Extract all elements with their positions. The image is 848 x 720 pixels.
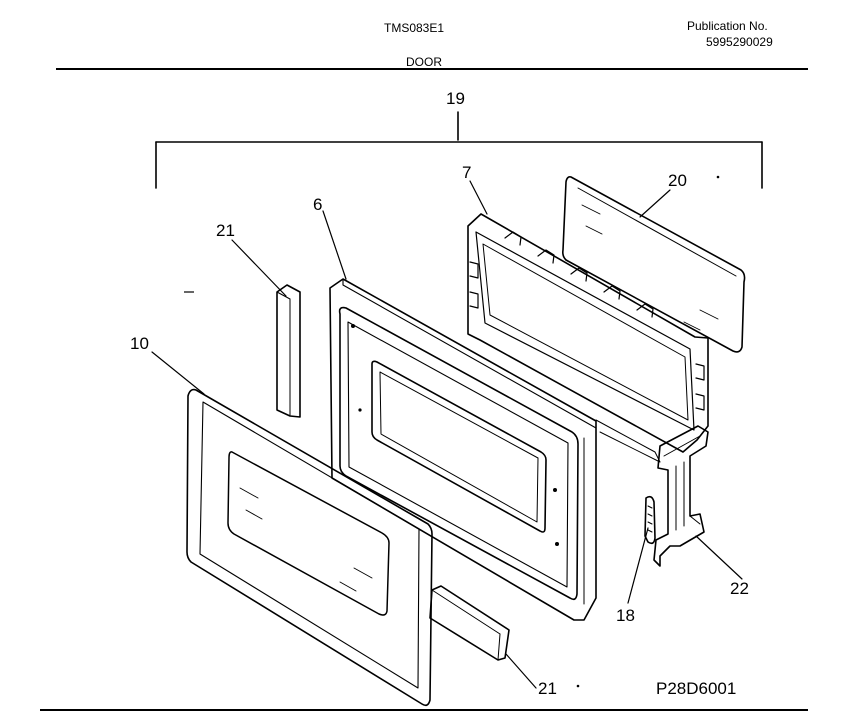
callout-door-frame: 6 [313, 195, 322, 214]
publication-number: 5995290029 [706, 35, 773, 49]
callout-spring: 18 [616, 606, 635, 625]
model-number: TMS083E1 [384, 21, 445, 35]
door-choke-part [467, 213, 709, 463]
door-frame-part [329, 278, 597, 621]
spring-part [644, 495, 656, 545]
section-title: DOOR [406, 55, 442, 69]
callout-door-choke: 7 [462, 163, 471, 182]
hinge-part [653, 425, 709, 567]
header-rule [56, 68, 808, 70]
assembly-bracket [155, 111, 763, 189]
callout-hinge: 22 [730, 579, 749, 598]
leader-lines [151, 180, 743, 689]
footer-rule [40, 709, 808, 711]
callout-door-front: 10 [130, 334, 149, 353]
strip-left-part [276, 284, 301, 418]
stray-dot [716, 175, 720, 179]
door-front-part [186, 388, 433, 707]
figure-code: P28D6001 [656, 679, 737, 698]
callout-strip-left: 21 [216, 221, 235, 240]
callout-strip-bottom: 21 [538, 679, 557, 698]
callout-glass-panel: 20 [668, 171, 687, 190]
stray-dot [576, 684, 580, 688]
glass-panel-part [562, 176, 746, 353]
callout-assembly: 19 [446, 89, 465, 108]
strip-bottom-part [429, 585, 510, 661]
publication-label: Publication No. [687, 19, 768, 33]
